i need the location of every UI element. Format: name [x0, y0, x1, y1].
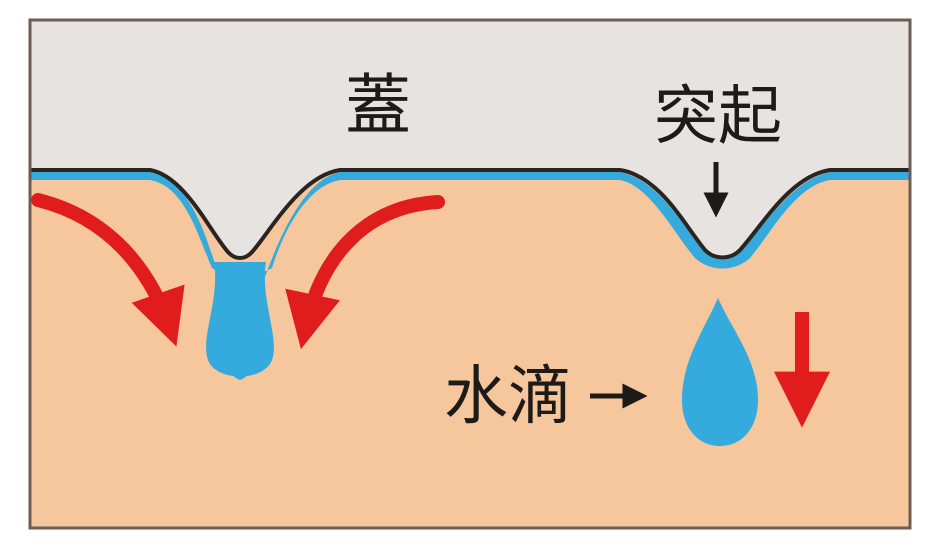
diagram-frame: [28, 18, 912, 530]
lid-label: 蓋: [345, 67, 411, 144]
lid-shape: [30, 20, 910, 258]
protrusion-label: 突起: [654, 80, 782, 154]
water-drop-label: 水滴: [444, 360, 572, 434]
red-arrow-right: [285, 195, 445, 350]
water-bulb: [206, 262, 274, 377]
water-drop: [682, 298, 758, 446]
red-arrow-left: [31, 193, 185, 347]
lid-outline: [30, 168, 910, 260]
